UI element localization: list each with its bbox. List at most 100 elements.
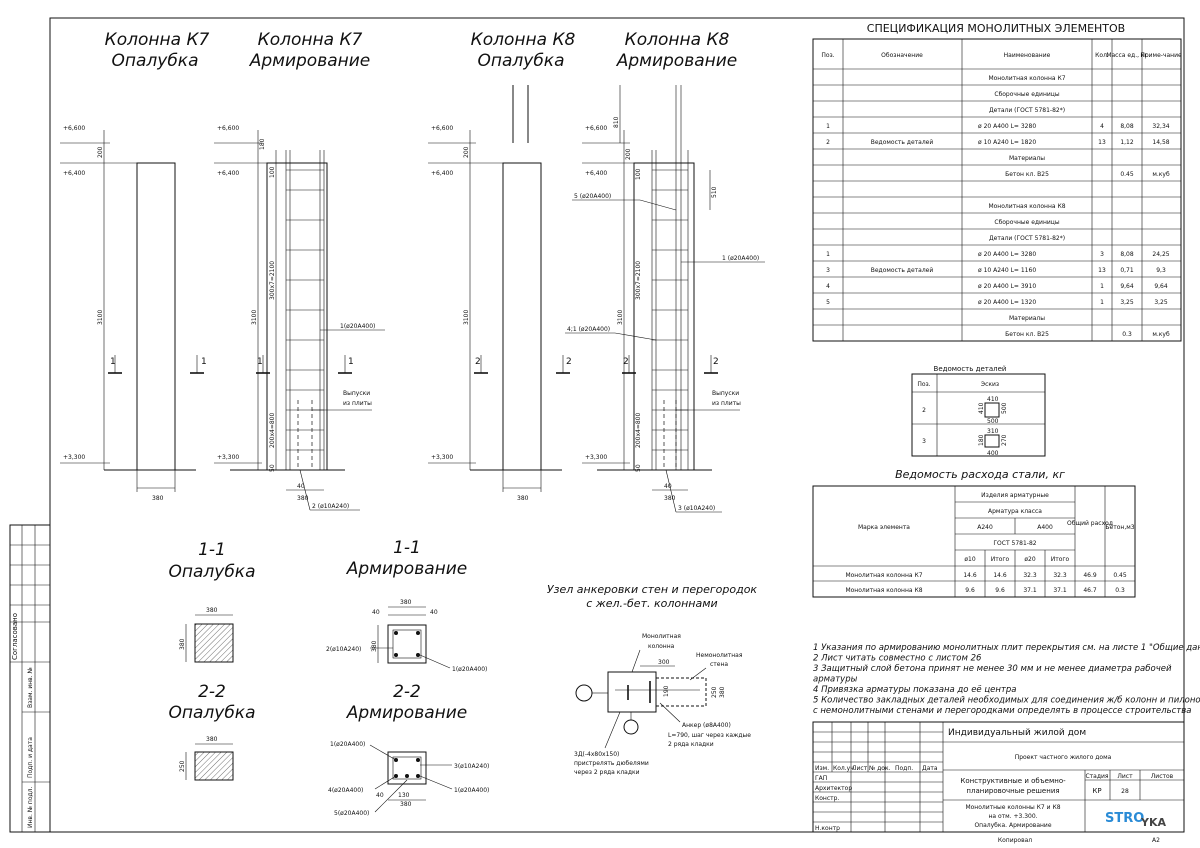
steel-h-gost: ГОСТ 5781-82 <box>993 540 1036 547</box>
sheet-frame <box>49 17 1185 833</box>
elev-k7-top: +6,600 <box>63 125 85 132</box>
section-22-form: 380 250 <box>179 736 234 781</box>
stamp-project: Индивидуальный жилой дом <box>948 728 1086 738</box>
steel-h-items: Изделия арматурные <box>981 492 1049 499</box>
node-d380: 380 <box>719 686 726 698</box>
spec-cell: 14,58 <box>1152 139 1169 146</box>
stamp-sheet: 28 <box>1121 788 1129 795</box>
side-strip: Согласовано Взам. инв. № Подп. и дата Ин… <box>9 524 51 833</box>
section-11-form: 380 380 <box>179 607 234 663</box>
details-row2-pos: 3 <box>922 438 926 445</box>
stamp-h-stage: Стадия <box>1085 773 1108 780</box>
stamp-role-4: Подп. <box>895 765 913 772</box>
spec-h-pos: Поз. <box>821 52 834 59</box>
details-row1-left: 410 <box>978 402 985 414</box>
stamp-role-3: № док. <box>869 765 891 772</box>
node-nonmono-1: Немонолитная <box>696 652 743 659</box>
note-line: 5 Количество закладных деталей необходим… <box>813 696 1200 706</box>
dim-k8r-spacing2: 200x4=800 <box>635 413 642 448</box>
dim-k7-3100: 3100 <box>97 310 104 325</box>
elev-k7r-bot: +3,300 <box>217 454 239 461</box>
node-anchor-3: 2 ряда кладки <box>668 741 714 748</box>
spec-h-name: Наименование <box>1004 52 1051 59</box>
dim-k8-3100: 3100 <box>463 310 470 325</box>
dim-k7r-180: 180 <box>259 138 266 150</box>
section-22-rebar: 380 130 40 1(ø20А400) 3(ø10А240) 4(ø20А4… <box>328 741 489 817</box>
dim-k7-200: 200 <box>97 146 104 158</box>
steel-sub-3: Итого <box>1051 556 1070 563</box>
dim-k7r-3100: 3100 <box>251 310 258 325</box>
stamp-section-2: планировочные решения <box>966 787 1059 795</box>
dim-k8r-510: 510 <box>711 186 718 198</box>
spec-h-qty: Кол. <box>1095 52 1109 59</box>
spec-cell: 9,64 <box>1154 283 1168 290</box>
label-k8-rebar3: 3 (ø10А240) <box>678 505 715 512</box>
spec-cell: Детали (ГОСТ 5781-82*) <box>989 235 1065 242</box>
node-nonmono-2: стена <box>710 661 728 668</box>
node-plate-1: 3Д(-4х80х150) <box>574 751 619 758</box>
logo-part-2: YKA <box>1140 816 1166 829</box>
dim-k7r-50: 50 <box>269 464 276 472</box>
label-s22-rebar4: 4(ø20А400) <box>328 787 363 794</box>
title-k8-form-1: Колонна К8 <box>471 30 576 50</box>
dim-k7-380: 380 <box>152 495 164 502</box>
note-line: 1 Указания по армированию монолитных пли… <box>813 643 1200 653</box>
elev-k7r-top: +6,600 <box>217 125 239 132</box>
dim-k8r-40: 40 <box>664 483 672 490</box>
stamp-role-2: Лист <box>852 765 868 772</box>
steel-h-class: Арматура класса <box>988 508 1042 515</box>
steel-h-a400: А400 <box>1037 524 1053 531</box>
steel-sub-1: Итого <box>991 556 1010 563</box>
spec-cell: 4 <box>1100 123 1104 130</box>
stamp-role-0: Изм. <box>815 765 829 772</box>
note-line: арматуры <box>813 675 858 685</box>
title-k7-form-1: Колонна К7 <box>105 30 210 50</box>
spec-cell: 1 <box>1100 283 1104 290</box>
note-line: 4 Привязка арматуры показана до её центр… <box>813 685 1017 695</box>
label-k8-rebar1: 1 (ø20А400) <box>722 255 759 262</box>
elev-k8r-mid: +6,400 <box>585 170 607 177</box>
sec-mark-k7r-right: 1 <box>348 357 354 367</box>
node-d190: 190 <box>663 685 670 697</box>
label-k8-rebar5: 5 (ø20А400) <box>574 193 611 200</box>
stamp-h-sheets: Листов <box>1151 773 1174 780</box>
dim-s11r-40b: 40 <box>430 609 438 616</box>
elev-k7-bot: +3,300 <box>63 454 85 461</box>
stamp-sheet-title-1: Монолитные колонны К7 и К8 <box>965 804 1060 811</box>
section-11-rebar: 380 40 40 380 2(ø10А240) 1(ø20А400) <box>326 599 487 673</box>
label-k7-vypuski-2: из плиты <box>343 400 372 407</box>
elev-k8-top: +6,600 <box>431 125 453 132</box>
spec-cell: 0.3 <box>1122 331 1132 338</box>
steel-sub-2: ø20 <box>1024 556 1035 563</box>
details-row2-top: 310 <box>987 428 999 435</box>
spec-cell: Бетон кл. В25 <box>1005 331 1049 338</box>
sec-mark-k7-right: 1 <box>201 357 207 367</box>
spec-cell: 9,3 <box>1156 267 1166 274</box>
node-d250: 250 <box>711 686 718 698</box>
spec-cell: Ведомость деталей <box>871 267 934 274</box>
spec-cell: Монолитная колонна К7 <box>988 75 1065 82</box>
title-block: Изм. Кол.уч. Лист № док. Подп. Дата ГАП … <box>812 721 1185 844</box>
spec-cell: 3,25 <box>1154 299 1168 306</box>
node-mono-2: колонна <box>648 643 675 650</box>
spec-cell: ø 20 А400 L= 1320 <box>978 299 1036 306</box>
steel-cell: 46.7 <box>1083 587 1097 594</box>
specification-table: СПЕЦИФИКАЦИЯ МОНОЛИТНЫХ ЭЛЕМЕНТОВ Моноли… <box>812 22 1182 342</box>
elev-k8-bot: +3,300 <box>431 454 453 461</box>
title-k7-rebar-1: Колонна К7 <box>258 30 363 50</box>
spec-cell: Монолитная колонна К8 <box>988 203 1065 210</box>
dim-k8-200: 200 <box>463 146 470 158</box>
steel-cell: 14.6 <box>993 572 1007 579</box>
spec-cell: 32,34 <box>1152 123 1169 130</box>
sec-mark-k8r-left: 2 <box>623 357 629 367</box>
spec-h-mark: Обозначение <box>881 52 923 59</box>
sec-mark-k8-left: 2 <box>475 357 481 367</box>
title-s11-form-2: Опалубка <box>168 562 255 582</box>
side-label-agreed: Согласовано <box>11 613 19 660</box>
logo-stroyka: STRO YKA <box>1105 811 1166 829</box>
dim-s11-h: 380 <box>179 638 186 650</box>
dim-s22-h: 250 <box>179 760 186 772</box>
sec-mark-k8-right: 2 <box>566 357 572 367</box>
